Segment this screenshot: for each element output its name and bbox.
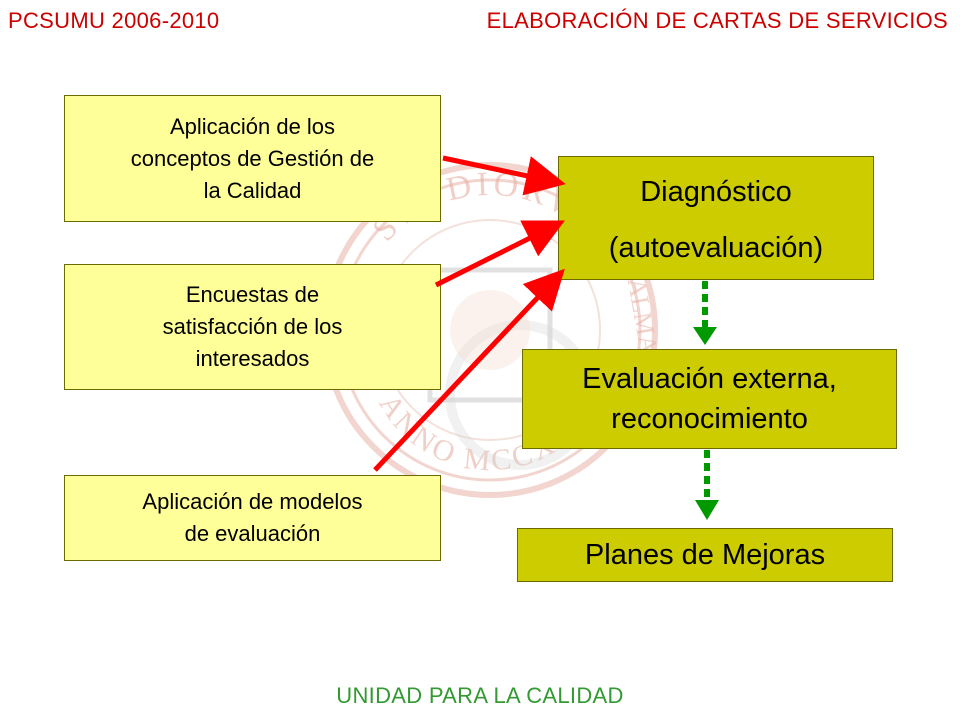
green-arrowhead bbox=[695, 500, 719, 520]
flow-box-improvement-plans: Planes de Mejoras bbox=[517, 528, 893, 582]
flow-box-diagnosis: Diagnóstico (autoevaluación) bbox=[558, 156, 874, 280]
green-arrowhead bbox=[693, 327, 717, 345]
flow-box-label: Diagnóstico (autoevaluación) bbox=[608, 176, 824, 264]
input-box-stakeholder-surveys: Encuestas de satisfacción de los interes… bbox=[64, 264, 441, 390]
header-right-title: ELABORACIÓN DE CARTAS DE SERVICIOS bbox=[486, 8, 948, 33]
flow-box-label: Planes de Mejoras bbox=[584, 538, 826, 571]
flow-box-label: Evaluación externa, reconocimiento bbox=[582, 363, 837, 435]
flow-box-external-evaluation: Evaluación externa, reconocimiento bbox=[522, 349, 897, 449]
input-box-evaluation-models: Aplicación de modelos de evaluación bbox=[64, 475, 441, 561]
input-box-quality-concepts: Aplicación de los conceptos de Gestión d… bbox=[64, 95, 441, 222]
footer-unit-name: UNIDAD PARA LA CALIDAD bbox=[336, 683, 624, 708]
header-left-title: PCSUMU 2006-2010 bbox=[8, 8, 220, 33]
input-box-label: Encuestas de satisfacción de los interes… bbox=[162, 282, 343, 371]
input-box-label: Aplicación de modelos de evaluación bbox=[142, 489, 363, 546]
input-box-label: Aplicación de los conceptos de Gestión d… bbox=[130, 113, 375, 203]
